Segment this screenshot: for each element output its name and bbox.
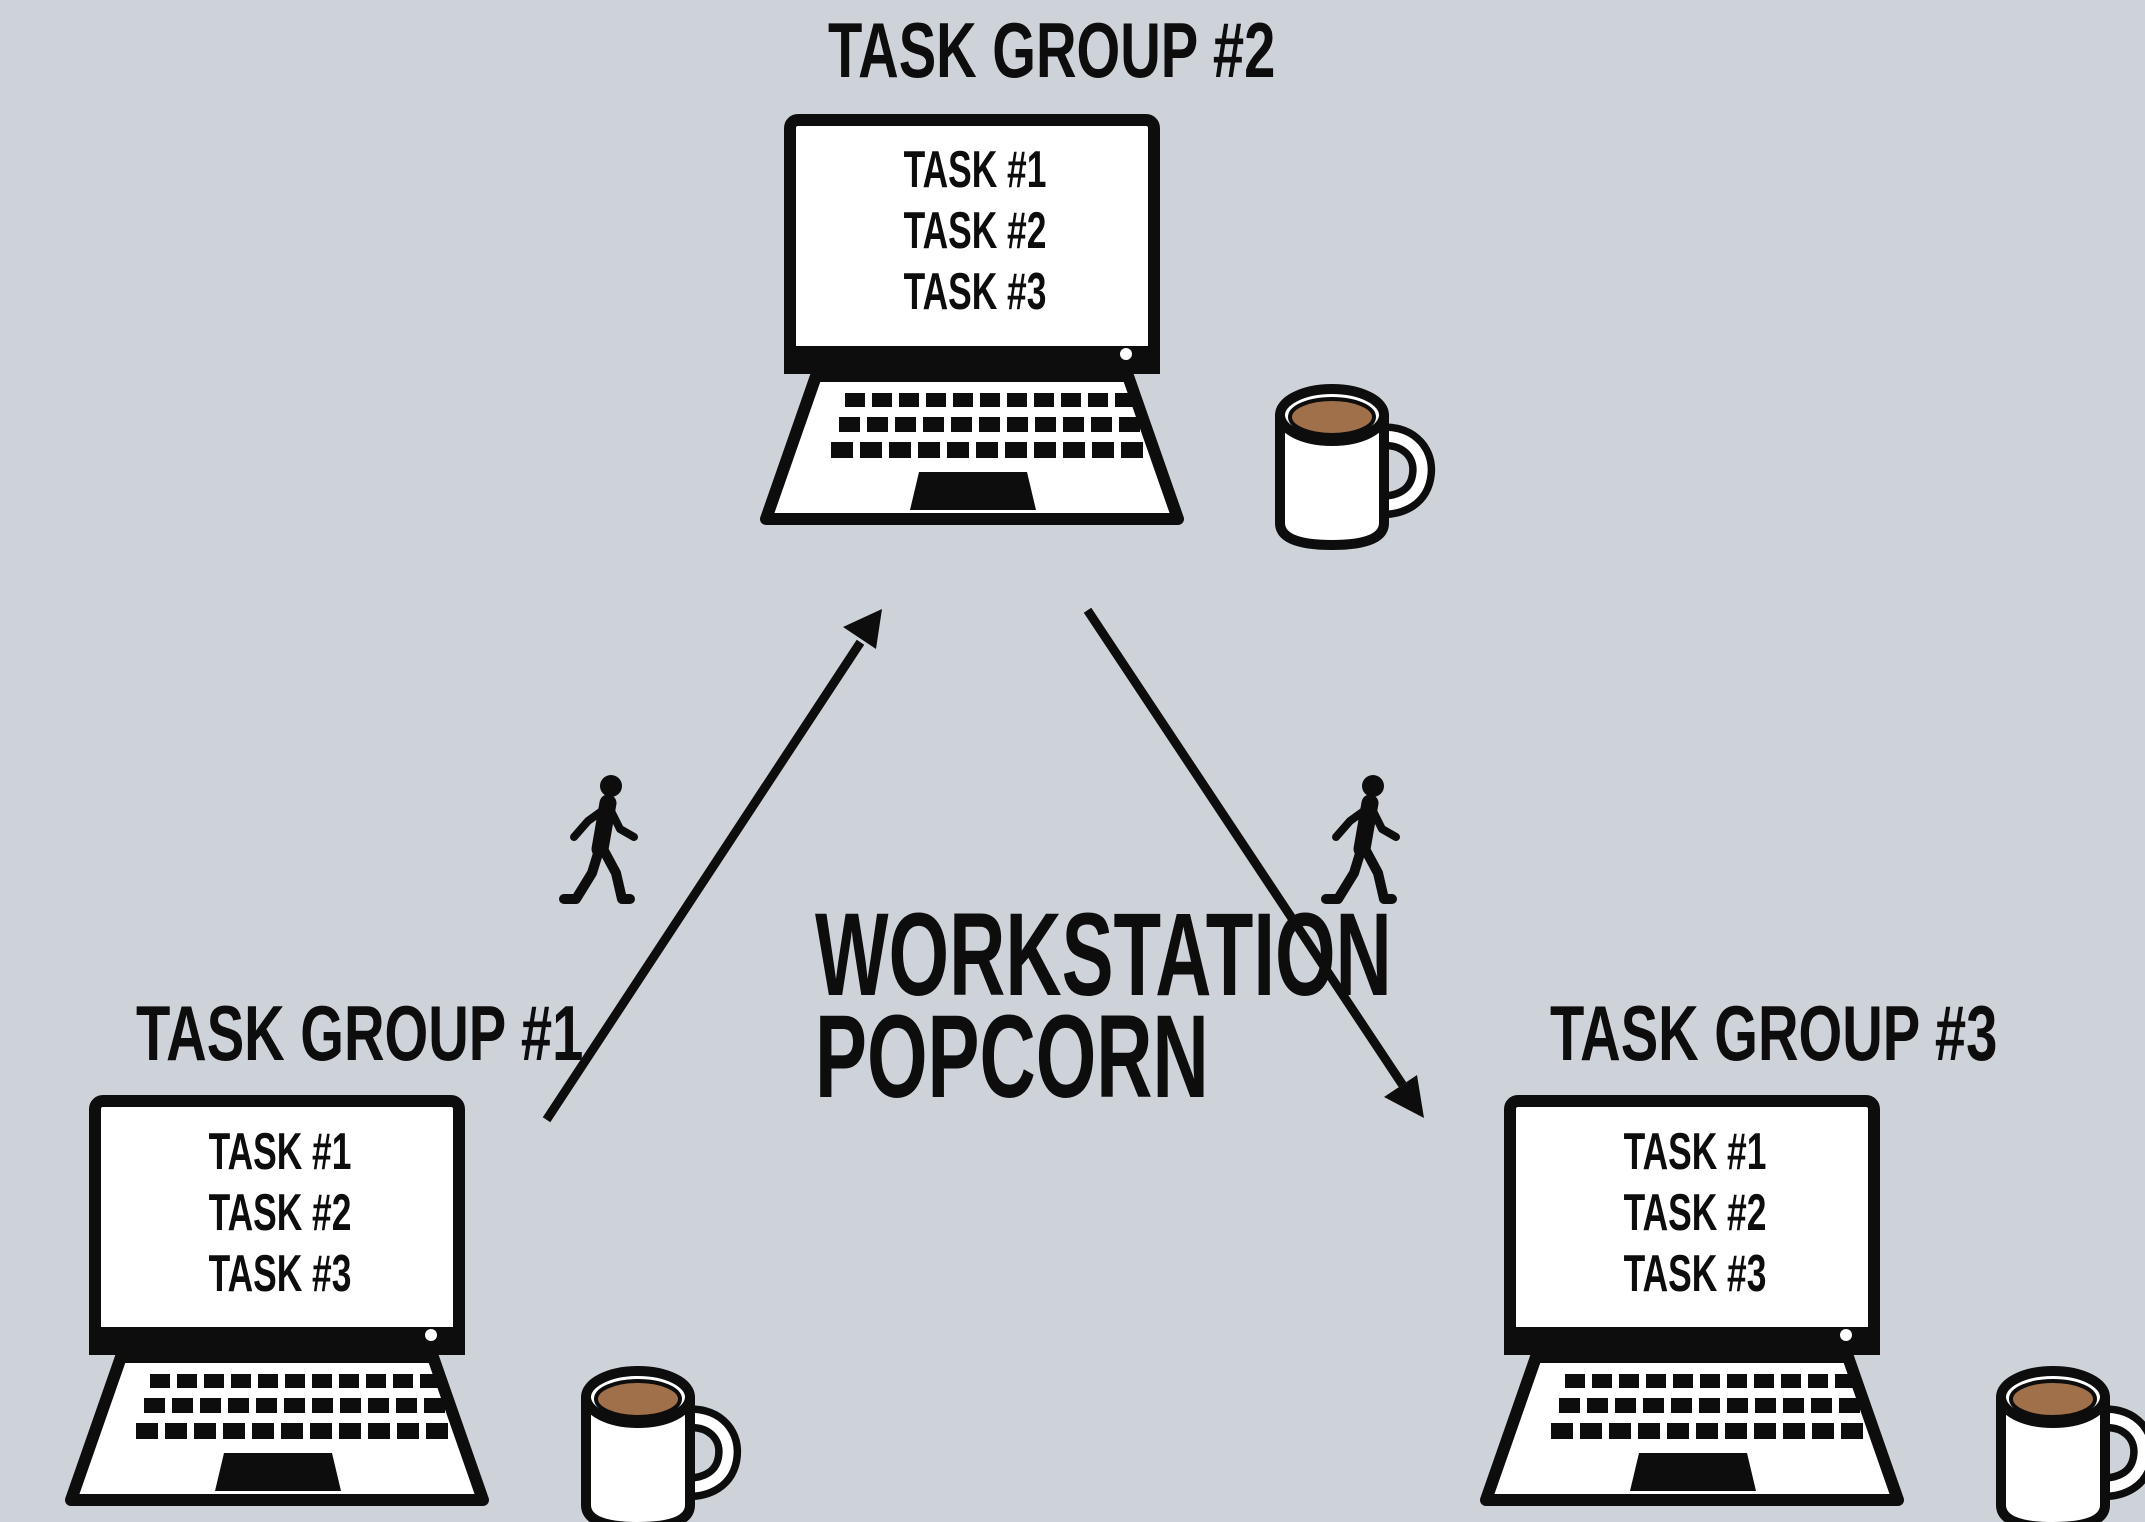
task-item: TASK #3 (1623, 1245, 1767, 1303)
task-list-group-1: TASK #1 TASK #2 TASK #3 (95, 1122, 465, 1305)
arrow-icon-group-2-to-3 (1083, 607, 1424, 1118)
task-list-group-2: TASK #1 TASK #2 TASK #3 (790, 140, 1160, 323)
group-title-2: TASK GROUP #2 (828, 6, 1276, 94)
task-item: TASK #2 (903, 202, 1047, 260)
task-list-group-3: TASK #1 TASK #2 TASK #3 (1510, 1122, 1880, 1305)
arrow-icon-group-1-to-2 (542, 609, 882, 1123)
task-item: TASK #3 (903, 263, 1047, 321)
diagram-title: WORKSTATION POPCORN (730, 889, 1392, 1123)
task-item: TASK #1 (1623, 1123, 1767, 1181)
task-item: TASK #1 (903, 141, 1047, 199)
walking-person-icon-right (1326, 775, 1396, 899)
diagram-title-line-1: WORKSTATION (815, 889, 1392, 1021)
diagram-title-line-2: POPCORN (815, 991, 1209, 1123)
task-item: TASK #3 (208, 1245, 352, 1303)
coffee-mug-icon-group-1 (586, 1371, 728, 1522)
task-item: TASK #2 (1623, 1184, 1767, 1242)
group-title-3: TASK GROUP #3 (1550, 989, 1998, 1077)
coffee-mug-icon-group-2 (1280, 389, 1422, 545)
task-item: TASK #2 (208, 1184, 352, 1242)
walking-person-icon-left (564, 775, 634, 899)
coffee-mug-icon-group-3 (2001, 1371, 2143, 1522)
task-item: TASK #1 (208, 1123, 352, 1181)
group-title-1: TASK GROUP #1 (136, 989, 584, 1077)
